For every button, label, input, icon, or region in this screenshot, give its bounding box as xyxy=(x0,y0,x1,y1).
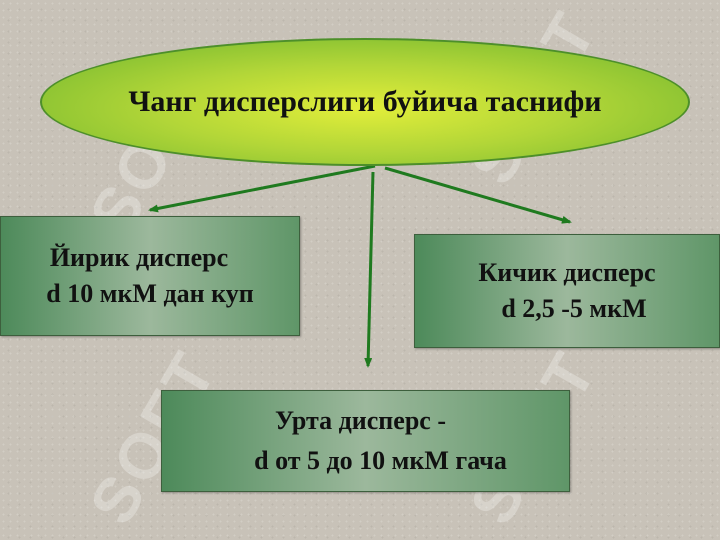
arrow-to-medium xyxy=(364,171,375,368)
medium-dispersion-size: d от 5 до 10 мкМ гача xyxy=(254,446,507,475)
medium-dispersion-label: Урта дисперс - xyxy=(274,405,446,435)
title-ellipse: Чанг дисперслиги буйича таснифи xyxy=(40,38,690,166)
coarse-dispersion-size: d 10 мкМ дан куп xyxy=(46,279,254,308)
coarse-dispersion-box: Йирик дисперс d 10 мкМ дан куп xyxy=(0,216,300,336)
arrow-to-fine xyxy=(384,166,572,224)
medium-dispersion-box: Урта дисперс - d от 5 до 10 мкМ гача xyxy=(161,390,570,492)
fine-dispersion-box: Кичик дисперс d 2,5 -5 мкМ xyxy=(414,234,720,348)
arrow-to-coarse xyxy=(148,164,376,213)
diagram-title: Чанг дисперслиги буйича таснифи xyxy=(128,85,602,118)
fine-dispersion-label: Кичик дисперс xyxy=(478,257,656,287)
coarse-dispersion-label: Йирик дисперс xyxy=(49,242,229,272)
fine-dispersion-size: d 2,5 -5 мкМ xyxy=(501,294,647,323)
